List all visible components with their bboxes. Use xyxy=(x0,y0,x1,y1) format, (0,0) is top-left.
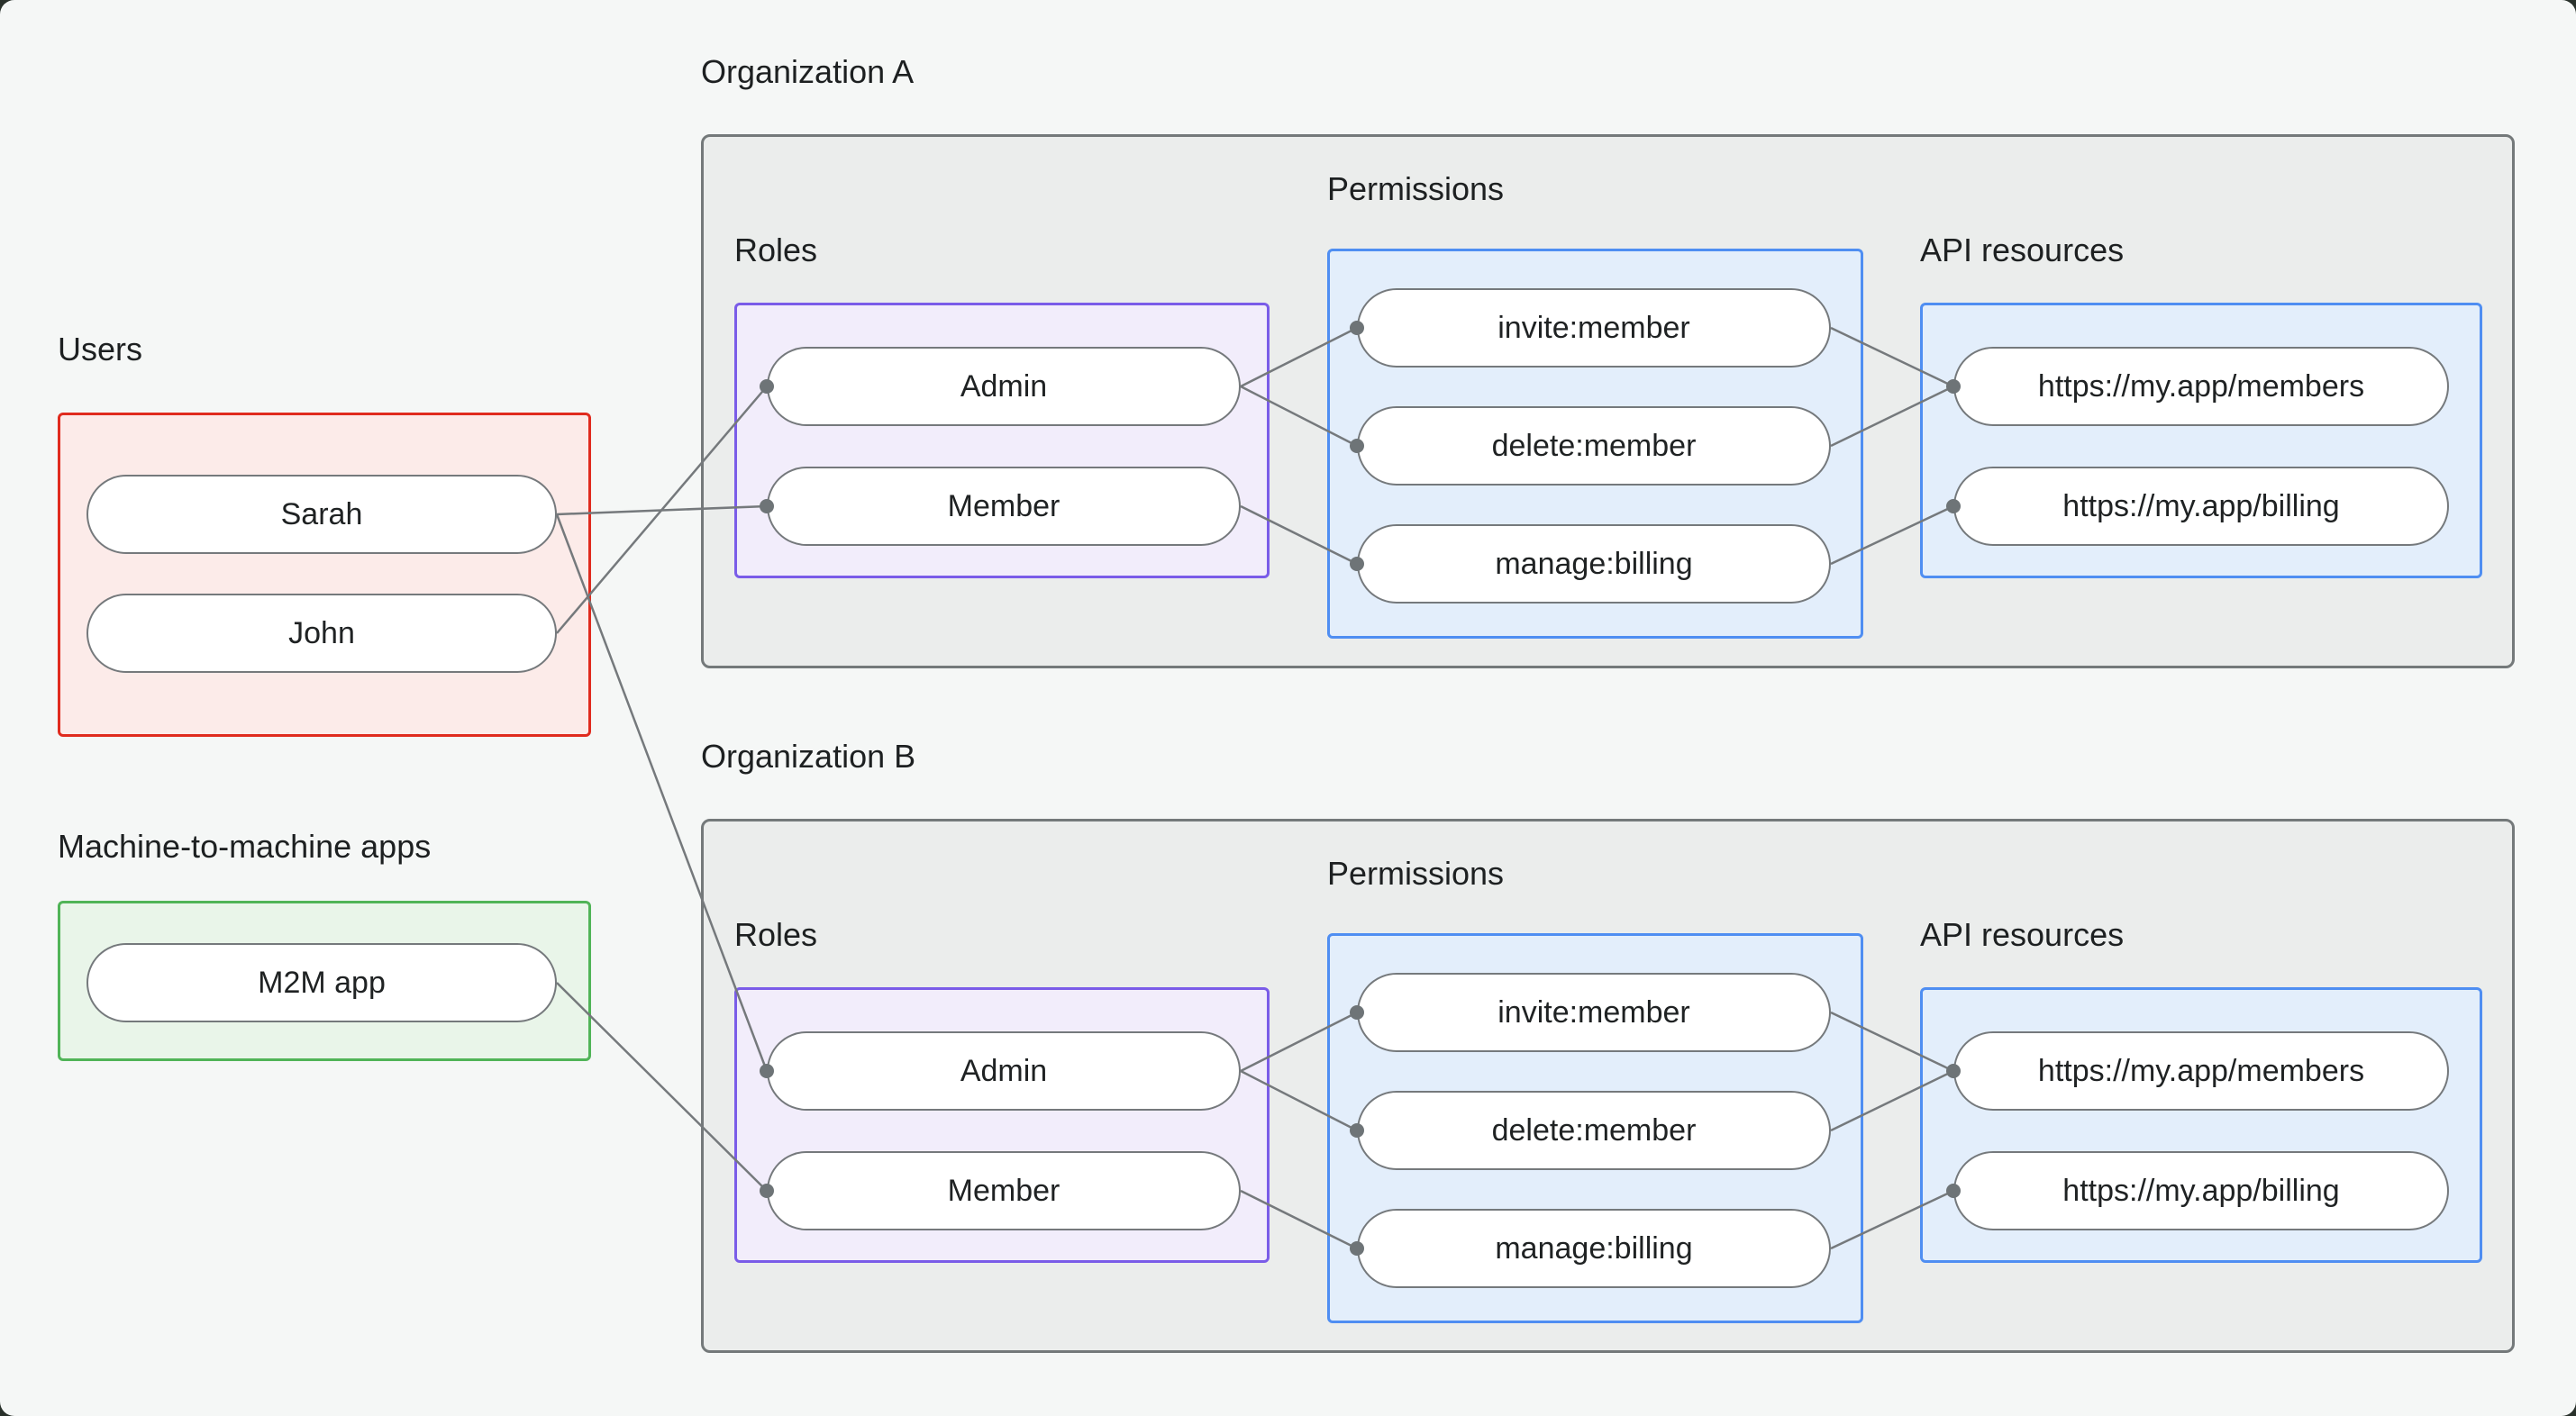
org-b-title: Organization B xyxy=(701,738,916,775)
users-group-box xyxy=(58,413,591,737)
org-a-permissions-label: Permissions xyxy=(1327,170,1505,207)
org-b-api-resources-label: API resources xyxy=(1920,916,2125,953)
org-b-role-admin: Admin xyxy=(767,1031,1241,1111)
org-b-permission-manage-billing: manage:billing xyxy=(1357,1209,1831,1288)
org-b-resource-billing: https://my.app/billing xyxy=(1953,1151,2449,1230)
org-b-permissions-label: Permissions xyxy=(1327,855,1505,892)
org-a-resource-billing: https://my.app/billing xyxy=(1953,467,2449,546)
org-a-permission-invite-member: invite:member xyxy=(1357,288,1831,368)
org-a-title: Organization A xyxy=(701,53,915,90)
org-b-roles-label: Roles xyxy=(734,916,818,953)
org-a-permission-delete-member: delete:member xyxy=(1357,406,1831,486)
m2m-app-node: M2M app xyxy=(86,943,557,1022)
org-a-role-admin: Admin xyxy=(767,347,1241,426)
org-a-permission-manage-billing: manage:billing xyxy=(1357,524,1831,604)
org-a-role-member: Member xyxy=(767,467,1241,546)
org-b-role-member: Member xyxy=(767,1151,1241,1230)
org-a-api-resources-label: API resources xyxy=(1920,231,2125,268)
org-b-permission-invite-member: invite:member xyxy=(1357,973,1831,1052)
org-a-resource-members: https://my.app/members xyxy=(1953,347,2449,426)
org-b-resource-members: https://my.app/members xyxy=(1953,1031,2449,1111)
org-a-roles-label: Roles xyxy=(734,231,818,268)
user-node-sarah: Sarah xyxy=(86,475,557,554)
user-node-john: John xyxy=(86,594,557,673)
org-b-permission-delete-member: delete:member xyxy=(1357,1091,1831,1170)
m2m-group-label: Machine-to-machine apps xyxy=(58,828,432,865)
users-group-label: Users xyxy=(58,331,143,368)
